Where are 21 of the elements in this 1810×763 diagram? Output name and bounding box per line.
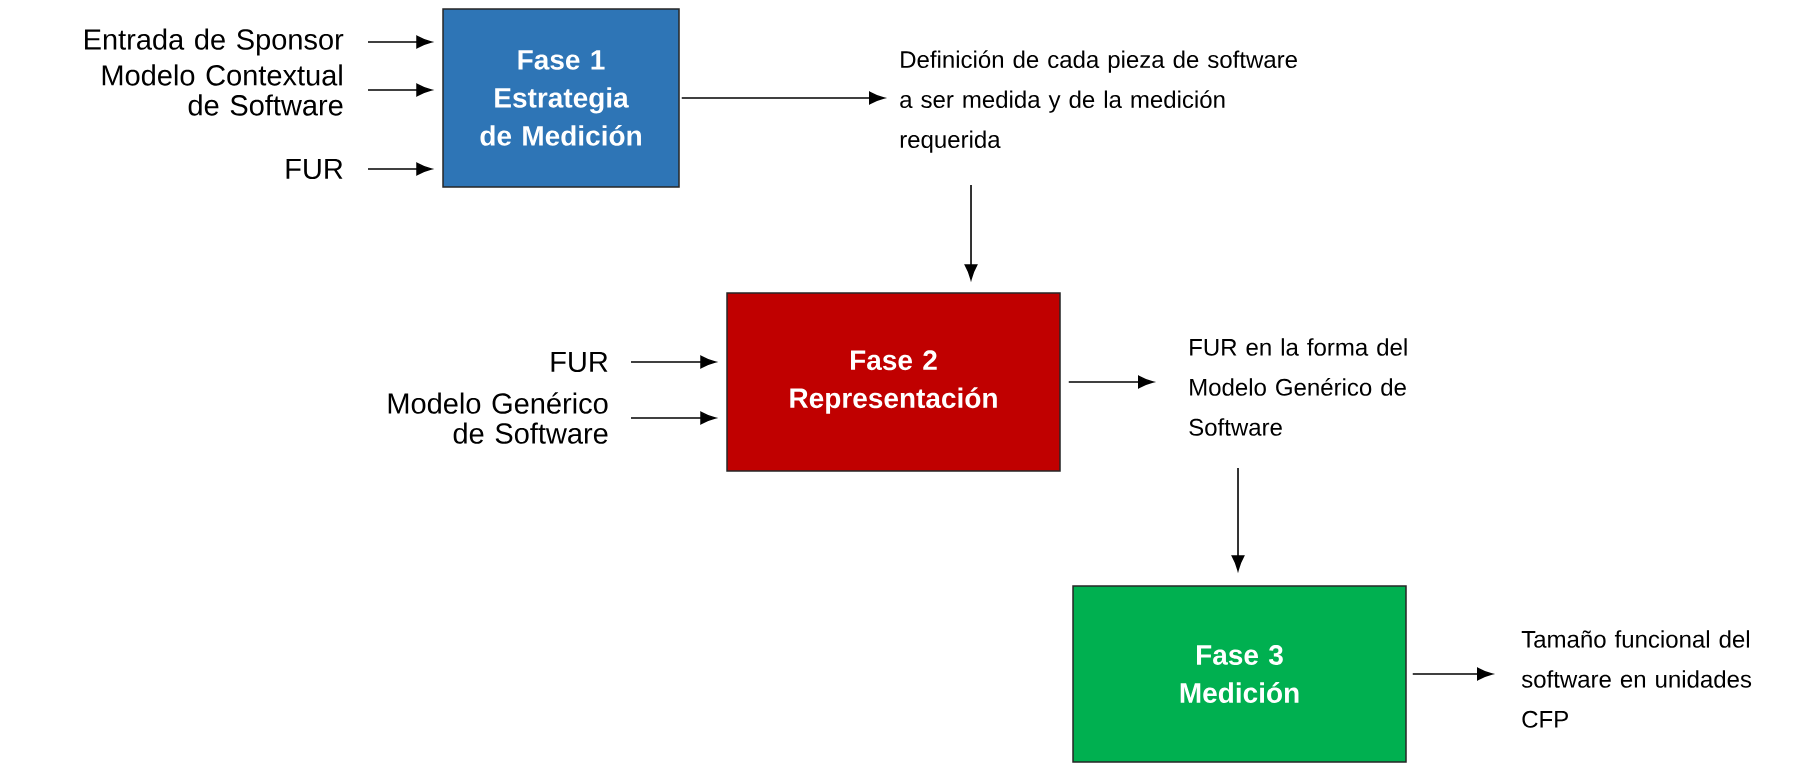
- output-label: Definición de cada pieza de software a ser medida y de la medición requerida: [900, 50, 1297, 153]
- arrow: [1067, 375, 1154, 389]
- arrow: [367, 162, 432, 176]
- arrow: [630, 355, 716, 369]
- output-label: FUR en la forma del Modelo Genérico de Software: [1189, 338, 1407, 436]
- arrow: [630, 411, 716, 425]
- phase-box: Fase 3 Medición: [1072, 585, 1407, 763]
- phase-box: Fase 1 Estrategia de Medición: [442, 8, 680, 188]
- arrow: [367, 35, 432, 49]
- arrow: [1231, 467, 1245, 571]
- arrow: [1411, 667, 1493, 681]
- input-label: Modelo Genérico de Software: [388, 392, 608, 444]
- output-label: Tamaño funcional del software en unidades CFP: [1521, 630, 1752, 728]
- arrow: [964, 184, 978, 280]
- input-label: Entrada de Sponsor: [85, 28, 344, 56]
- arrow: [367, 83, 432, 97]
- phase-box: Fase 2 Representación: [726, 292, 1061, 472]
- input-label: FUR: [551, 351, 608, 373]
- input-label: Modelo Contextual de Software: [102, 64, 343, 116]
- arrow: [680, 91, 885, 105]
- input-label: FUR: [286, 158, 343, 180]
